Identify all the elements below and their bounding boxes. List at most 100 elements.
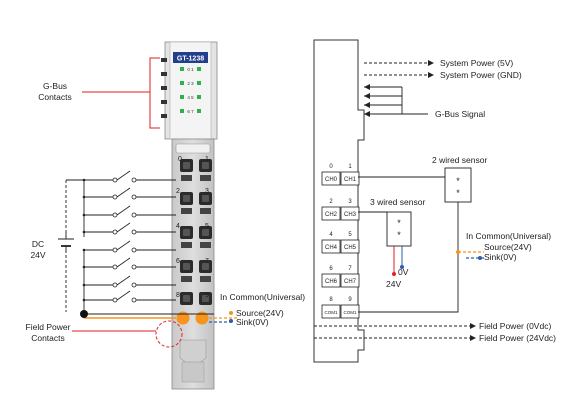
terminal-num-5: 5 — [205, 223, 209, 230]
terminal-num-6: 6 — [176, 258, 180, 265]
led-label-67: 6 7 — [187, 109, 194, 114]
field-power-contact-right — [195, 311, 209, 325]
channel-grid: 0CH01CH12CH23CH34CH45CH56CH67CH78COM19CO… — [321, 164, 360, 319]
channel-number-6: 6 — [329, 266, 333, 272]
svg-text:*: * — [456, 188, 460, 198]
svg-text:*: * — [397, 230, 401, 240]
system-power-gnd-label: System Power (GND) — [440, 70, 522, 80]
two-wire-sensor-wiring — [358, 176, 459, 313]
led-2 — [180, 81, 184, 85]
system-power-lines — [364, 62, 428, 76]
dc-label-line2: 24V — [30, 250, 45, 260]
terminal-hole-7 — [199, 260, 212, 282]
led-0 — [180, 67, 184, 71]
input-switch-5 — [82, 257, 176, 270]
io-module: GT-1238 0 1 2 3 4 5 6 7 — [161, 41, 218, 390]
terminal-numbers: 0 1 2 3 4 5 6 7 8 9 — [176, 156, 209, 299]
module-label: GT-1238 — [177, 56, 204, 63]
source-label-right: Source(24V) — [484, 242, 532, 252]
input-switches — [82, 170, 176, 303]
field-power-lines — [314, 325, 470, 339]
channel-name-8: COM1 — [324, 310, 337, 315]
terminal-num-2: 2 — [176, 188, 180, 195]
gbus-contacts-label-line1: G-Bus — [43, 81, 67, 91]
channel-number-4: 4 — [329, 232, 333, 238]
channel-number-0: 0 — [329, 164, 333, 170]
gbus-signal-lines — [364, 86, 428, 115]
channel-name-9: COM1 — [343, 310, 356, 315]
channel-number-3: 3 — [348, 199, 352, 205]
sink-dot-right — [478, 256, 482, 260]
terminal-hole-9 — [199, 292, 212, 305]
gbus-contacts-label-line2: Contacts — [38, 92, 72, 102]
dc-battery-symbol — [58, 232, 90, 252]
v0-dot — [400, 265, 404, 269]
input-switch-3 — [82, 222, 176, 235]
led-label-23: 2 3 — [187, 81, 194, 86]
channel-number-2: 2 — [329, 199, 333, 205]
led-block: 0 1 2 3 4 5 6 7 — [180, 67, 201, 114]
sink-dot-left — [229, 319, 233, 323]
dc-label-line1: DC — [32, 239, 44, 249]
terminal-holes — [180, 159, 212, 305]
led-label-45: 4 5 — [187, 95, 194, 100]
module-label-plate — [173, 52, 208, 63]
common-junction-dot — [80, 310, 88, 318]
input-switch-6 — [82, 275, 176, 288]
gbus-signal-label: G-Bus Signal — [435, 109, 485, 119]
release-tab — [175, 143, 211, 154]
input-switch-7 — [82, 290, 176, 303]
in-common-label-right: In Common(Universal) — [466, 231, 551, 241]
terminal-hole-3 — [199, 192, 212, 214]
channel-name-5: CH5 — [344, 245, 357, 251]
channel-name-4: CH4 — [325, 245, 338, 251]
led-6 — [180, 109, 184, 113]
two-wire-sensor-label: 2 wired sensor — [432, 155, 487, 165]
terminal-hole-2 — [180, 192, 193, 214]
v24-dot — [392, 272, 396, 276]
source-label-left: Source(24V) — [236, 308, 284, 318]
sink-label-right: Sink(0V) — [484, 252, 517, 262]
source-dot-left — [229, 311, 233, 315]
terminal-hole-5 — [199, 226, 212, 248]
three-wire-sensor: * * — [386, 211, 412, 247]
channel-number-5: 5 — [348, 232, 352, 238]
right-panel: 0CH01CH12CH23CH34CH45CH56CH67CH78COM19CO… — [313, 39, 556, 363]
v0-label: 0V — [398, 267, 409, 277]
channel-number-1: 1 — [348, 164, 352, 170]
svg-text:*: * — [456, 176, 460, 186]
field-power-label-line2: Contacts — [31, 333, 65, 343]
channel-name-1: CH1 — [344, 177, 357, 183]
field-power-label-line1: Field Power — [26, 322, 71, 332]
field-power-callout-circle — [155, 320, 183, 348]
terminal-hole-4 — [180, 226, 193, 248]
channel-name-6: CH6 — [325, 279, 338, 285]
channel-name-3: CH3 — [344, 212, 357, 218]
input-switch-4 — [82, 240, 176, 253]
terminal-hole-1 — [199, 159, 212, 181]
field-power-contact-left — [176, 311, 190, 325]
terminal-num-8: 8 — [176, 292, 180, 299]
channel-number-7: 7 — [348, 266, 352, 272]
terminal-num-7: 7 — [205, 258, 209, 265]
terminal-hole-0 — [180, 159, 193, 181]
sink-label-left: Sink(0V) — [236, 317, 269, 327]
led-7 — [197, 109, 201, 113]
led-3 — [197, 81, 201, 85]
gbus-contacts-bracket — [82, 57, 160, 129]
two-wire-sensor: * * — [444, 167, 472, 203]
channel-number-8: 8 — [329, 297, 333, 303]
input-switch-2 — [82, 205, 176, 218]
terminal-num-0: 0 — [178, 156, 182, 163]
led-4 — [180, 95, 184, 99]
channel-name-2: CH2 — [325, 212, 338, 218]
v24-label: 24V — [386, 279, 401, 289]
input-switch-0 — [82, 170, 176, 183]
terminal-num-9: 9 — [205, 292, 209, 299]
led-5 — [197, 95, 201, 99]
